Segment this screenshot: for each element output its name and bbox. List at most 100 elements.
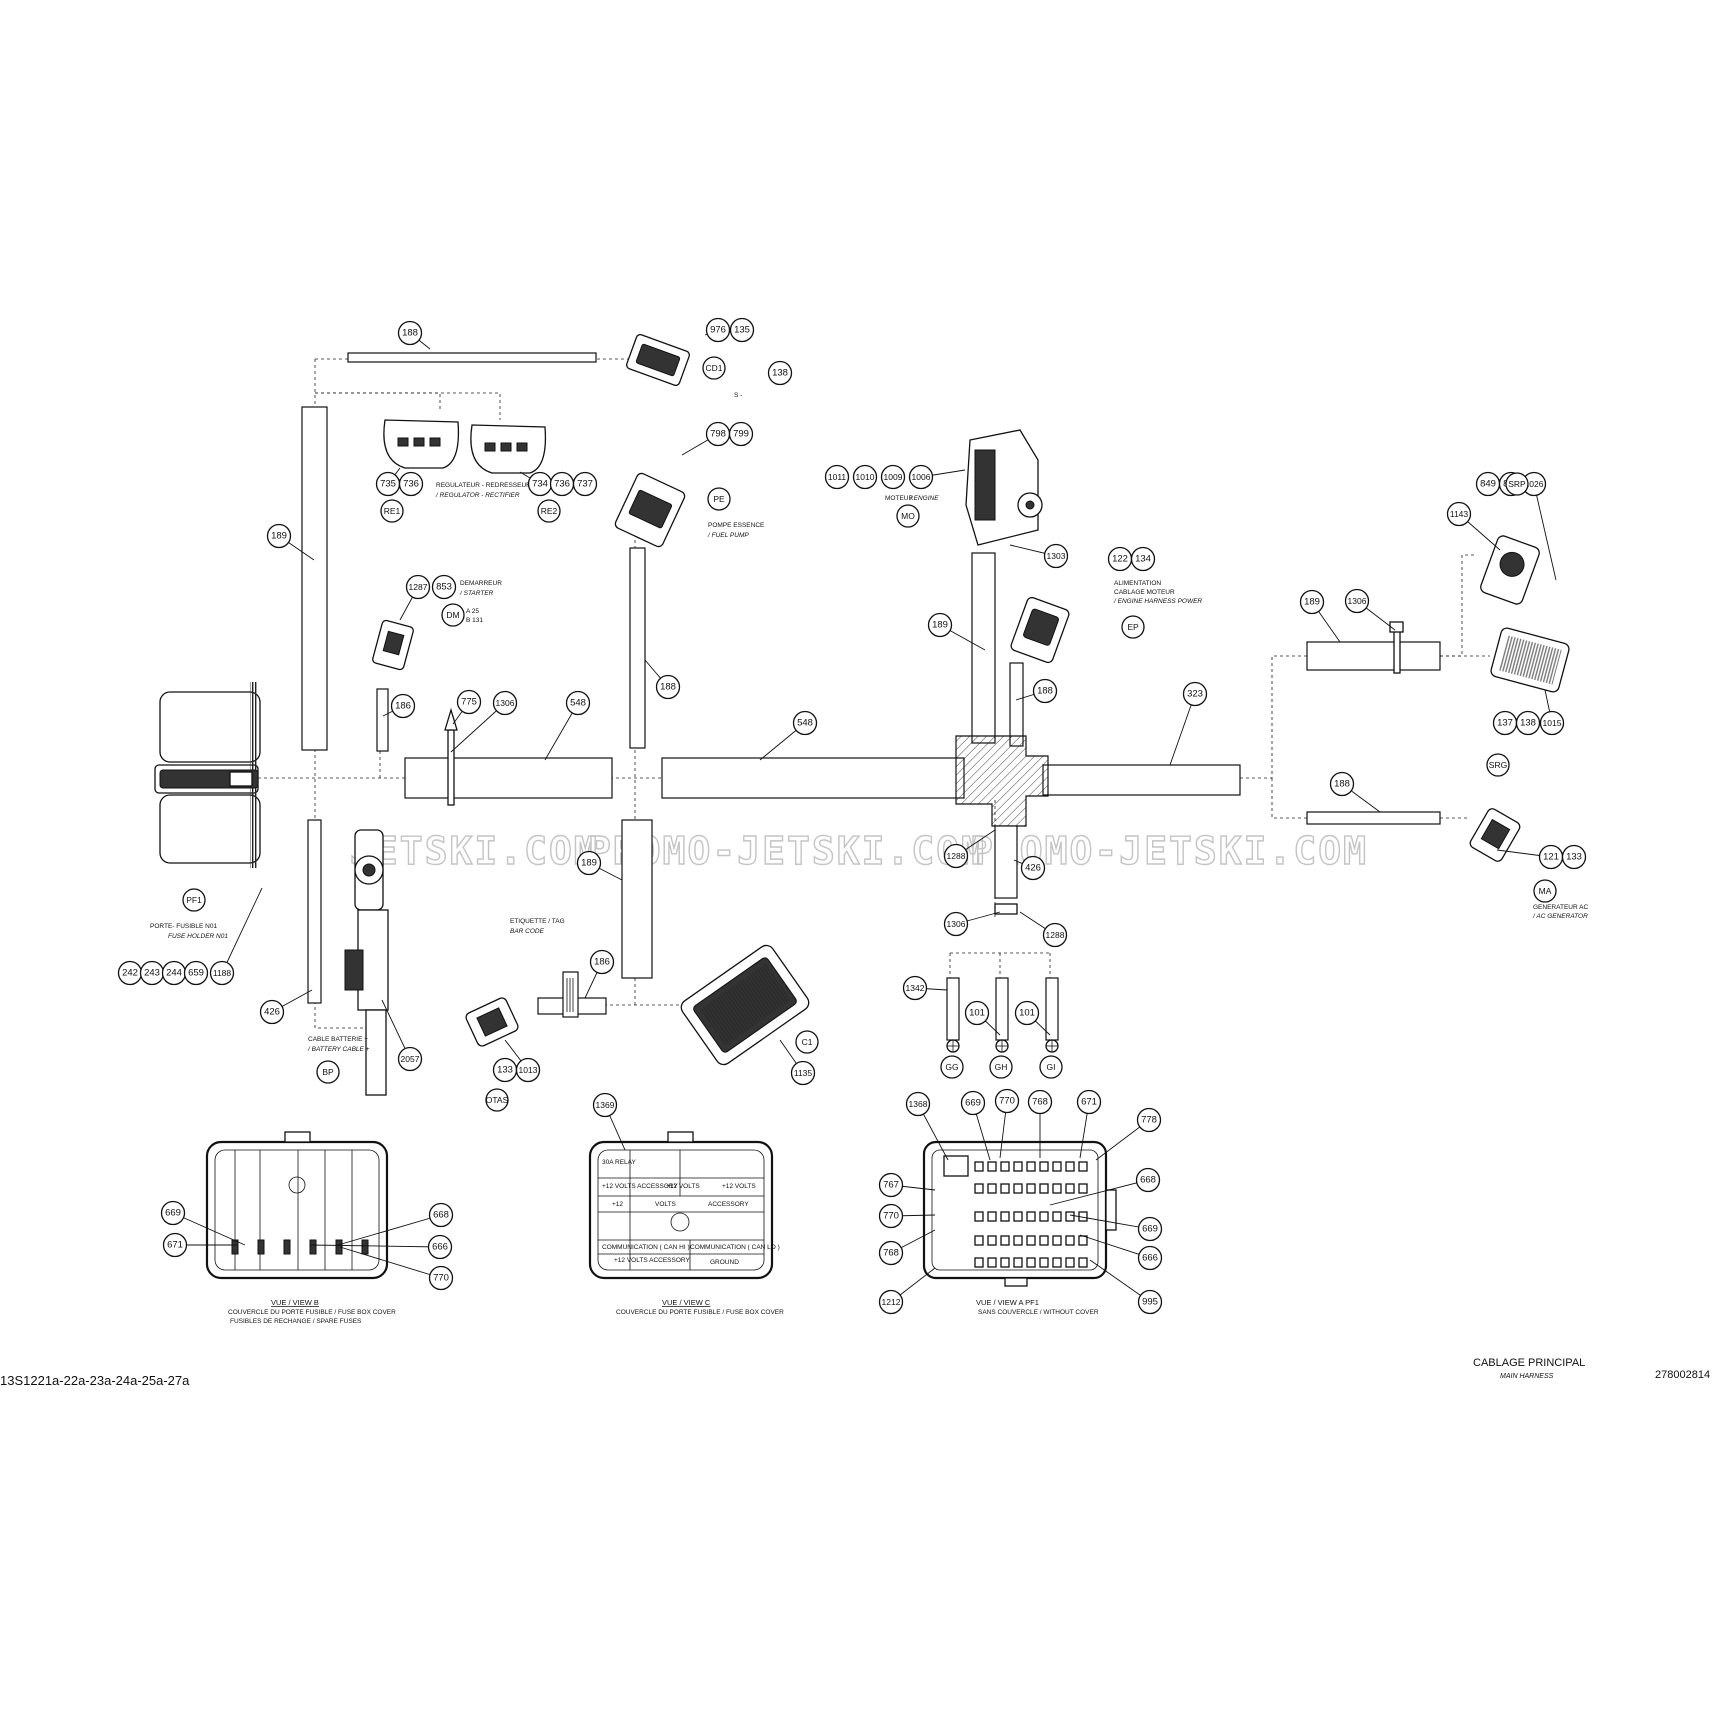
view-c-line-1: COUVERCLE DU PORTE FUSIBLE / FUSE BOX CO… — [616, 1309, 784, 1316]
connector-id-otas: OTAS — [485, 1088, 509, 1112]
sleeve-101-a — [995, 977, 1009, 1041]
battery-cable-en-label: / BATTERY CABLE + — [307, 1046, 370, 1053]
callout-number: 1306 — [496, 698, 515, 708]
callout-leader — [339, 1246, 442, 1279]
part-number-callout: 135 — [729, 317, 755, 343]
sleeve-189-lower — [621, 819, 653, 979]
callout-leader — [172, 1212, 246, 1246]
fuse-slot — [1052, 1257, 1062, 1268]
parts — [154, 333, 1570, 1096]
fuse-slot — [1078, 1183, 1088, 1194]
part-number-callout: 775 — [456, 689, 482, 715]
callout-leader — [450, 702, 506, 753]
sleeve-186-starter — [376, 688, 389, 752]
part-number-callout: 101 — [1014, 1000, 1040, 1026]
part-number-callout: 186 — [390, 693, 416, 719]
part-number-callout: 426 — [259, 999, 285, 1025]
s-label: S - — [734, 392, 742, 399]
callout-number: 121 — [1543, 852, 1559, 863]
watermark-text: PROMO-JETSKI.COM — [588, 829, 986, 873]
fuse-slot — [987, 1257, 997, 1268]
part-number-callout: 669 — [160, 1200, 186, 1226]
fuse-slot — [1026, 1161, 1036, 1172]
part-number-callout: 101 — [964, 1000, 990, 1026]
battery-cable-label: CABLE BATTERIE + — [308, 1036, 368, 1043]
regulator-en-label: / REGULATOR - RECTIFIER — [435, 492, 520, 499]
part-number-callout: 243 — [139, 960, 165, 986]
part-number-callout: 138 — [1515, 710, 1541, 736]
connector-id-text: BP — [322, 1067, 334, 1077]
part-number-callout: 853 — [431, 574, 457, 600]
callout-number: 1368 — [909, 1099, 928, 1109]
connector-id-pf1: PF1 — [182, 888, 206, 912]
callout-number: 734 — [532, 479, 548, 490]
callout-number: 659 — [188, 968, 204, 979]
callout-number: 189 — [581, 858, 597, 869]
fuse-slot — [1039, 1235, 1049, 1246]
fuse-slot — [1039, 1161, 1049, 1172]
fuse-slot — [1039, 1257, 1049, 1268]
connector-id-ma: MA — [1533, 879, 1557, 903]
part-number-callout: 138 — [767, 360, 793, 386]
part-number-callout: 778 — [1136, 1107, 1162, 1133]
part-number-callout: 137 — [1492, 710, 1518, 736]
connector-id-text: RE2 — [541, 506, 558, 516]
drawing-ref-number: 278002814 — [1655, 1369, 1710, 1381]
connector-id-text: GG — [945, 1062, 958, 1072]
view-b-line-2: FUSIBLES DE RECHANGE / SPARE FUSES — [230, 1318, 362, 1325]
part-number-callout: 188 — [397, 320, 423, 346]
text-labels: REGULATEUR - REDRESSEUR / REGULATOR - RE… — [150, 392, 1588, 1325]
starter-label: DEMARREUR — [460, 580, 502, 587]
fuel-pump-label: POMPE ESSENCE — [708, 522, 765, 529]
part-number-callout: 1306 — [943, 911, 969, 937]
part-number-callout: 1135 — [790, 1060, 816, 1086]
part-number-callout: 669 — [960, 1090, 986, 1116]
part-number-callout: 1369 — [592, 1092, 618, 1118]
fuse-slot — [1052, 1161, 1062, 1172]
part-number-callout: 770 — [428, 1265, 454, 1291]
part-number-callout: 659 — [183, 960, 209, 986]
part-number-callout: 548 — [792, 710, 818, 736]
part-number-callout: 768 — [1027, 1089, 1053, 1115]
cover-accessory-label: ACCESSORY — [708, 1201, 749, 1208]
callout-number: 666 — [432, 1242, 448, 1253]
part-number-callout: 1342 — [902, 975, 928, 1001]
cover-relay-label: 30A RELAY — [602, 1159, 637, 1166]
fuse-slot — [1065, 1257, 1075, 1268]
cover-comm-hi-label: COMMUNICATION ( CAN HI ) — [602, 1244, 690, 1251]
callout-number: 775 — [461, 697, 477, 708]
engine-power-label-2: CABLAGE MOTEUR — [1114, 589, 1175, 596]
part-number-callout: 1306 — [1344, 588, 1370, 614]
part-number-callout: 1009 — [880, 464, 906, 490]
callout-number: 133 — [1566, 852, 1582, 863]
fuse-slot — [987, 1211, 997, 1222]
sleeve-101-b — [1045, 977, 1059, 1041]
part-number-callout: 188 — [1329, 771, 1355, 797]
engine-power-label-1: ALIMENTATION — [1114, 580, 1161, 587]
fuse-slot — [1013, 1257, 1023, 1268]
callout-number: 1143 — [1450, 509, 1469, 519]
part-number-callout: 1303 — [1043, 543, 1069, 569]
fuse-slot — [974, 1183, 984, 1194]
callout-number: 767 — [883, 1180, 899, 1191]
part-number-callout: 668 — [1135, 1167, 1161, 1193]
fuse-slot — [1000, 1257, 1010, 1268]
callout-number: 1306 — [947, 919, 966, 929]
connector-id-text: C1 — [802, 1037, 813, 1047]
callout-number: 976 — [710, 325, 726, 336]
connector-cd1-body — [626, 333, 690, 387]
view-c-fuse-cover: 30A RELAY +12 VOLTS ACCESSORY +12 VOLTS … — [588, 1131, 780, 1280]
fuse-holder-en-label: FUSE HOLDER N01 — [168, 933, 228, 940]
callout-number: 133 — [497, 1065, 513, 1076]
sleeve-323 — [1042, 764, 1241, 796]
sleeve-548-left — [404, 757, 613, 799]
part-number-callout: 1288 — [1042, 922, 1068, 948]
part-number-callout: 1143 — [1446, 501, 1472, 527]
callout-number: 1369 — [596, 1100, 615, 1110]
fuse-slot — [1078, 1257, 1088, 1268]
callout-number: 799 — [733, 429, 749, 440]
connector-id-re1: RE1 — [380, 499, 404, 523]
part-number-callout: 671 — [162, 1232, 188, 1258]
fuse-slot — [974, 1161, 984, 1172]
sleeve-188-top — [347, 352, 597, 363]
